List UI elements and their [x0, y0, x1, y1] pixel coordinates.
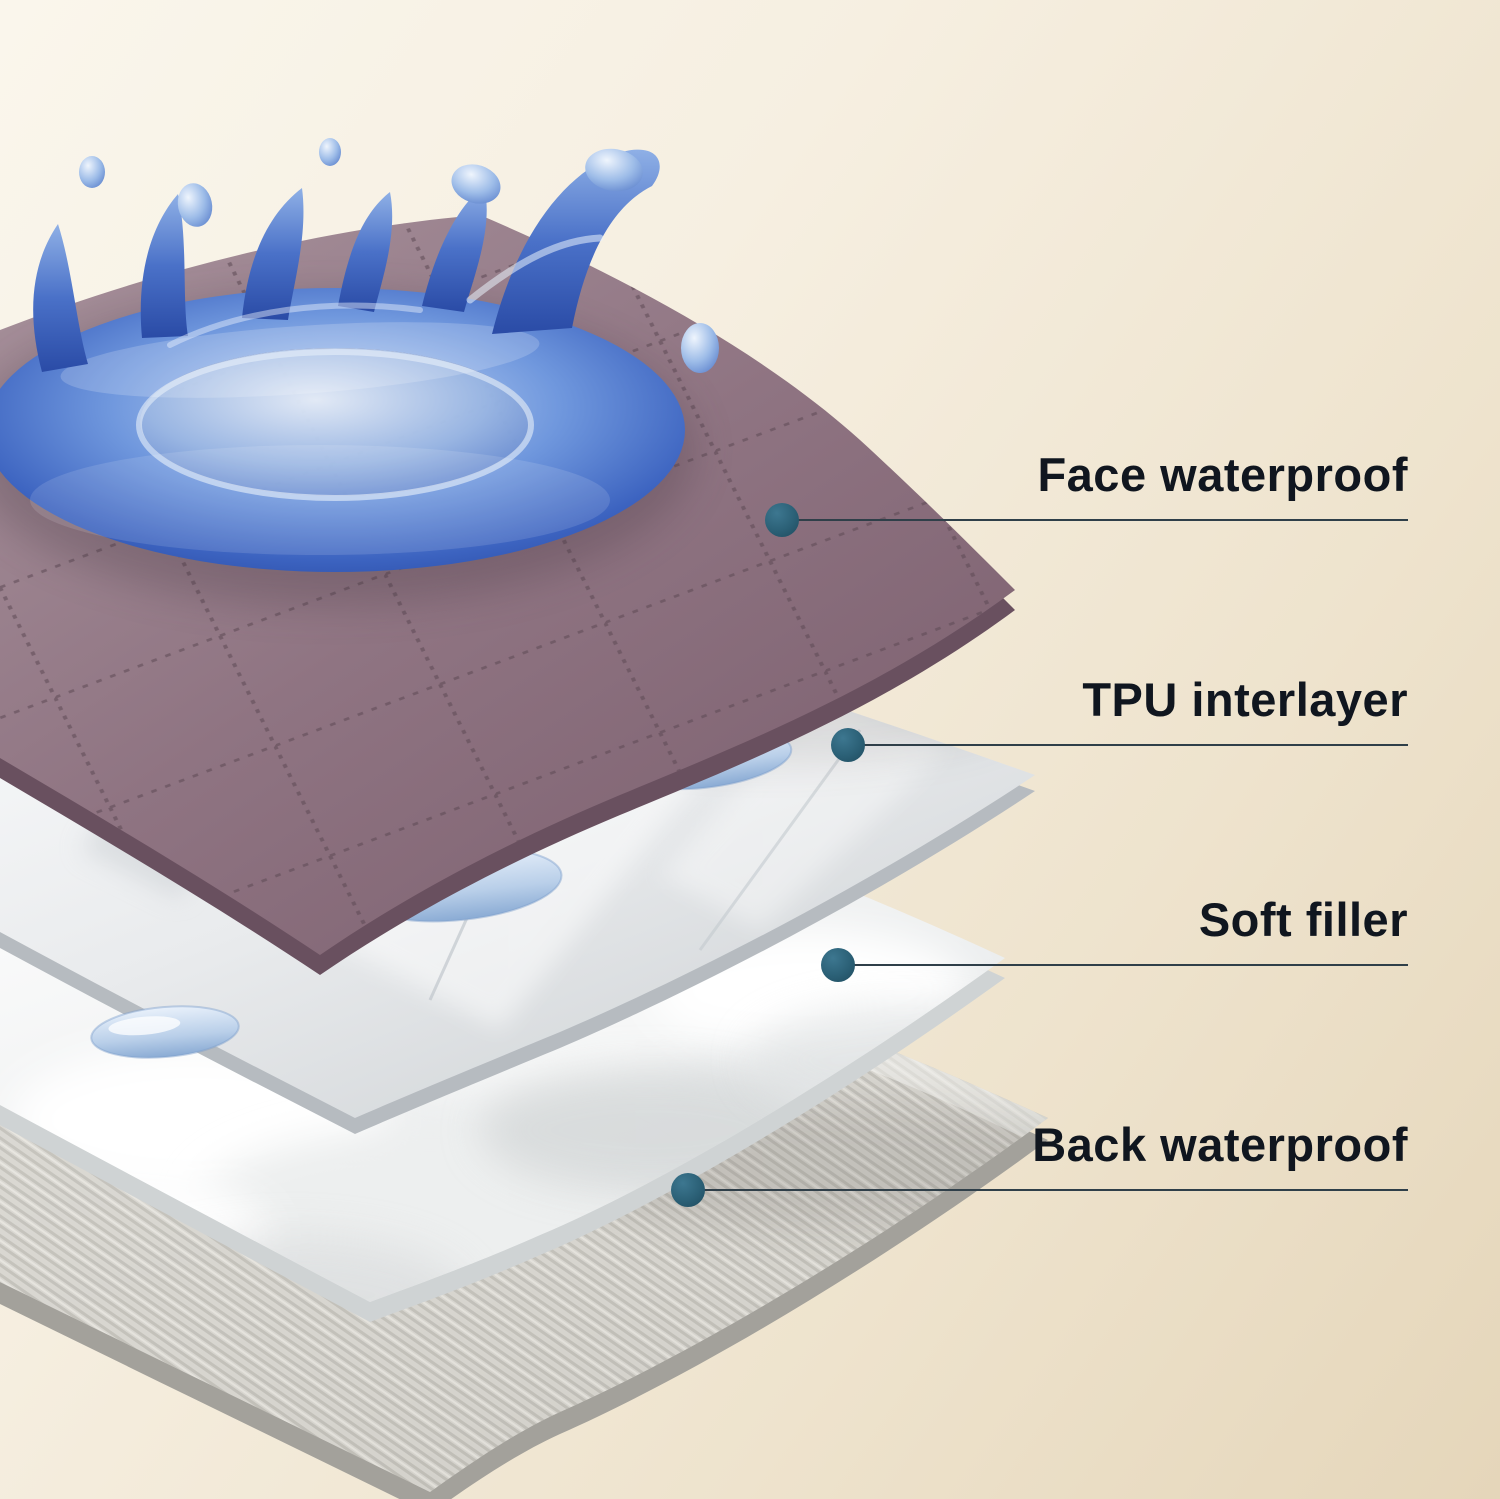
callout-line [782, 519, 1408, 521]
callout-label: Back waterproof [1032, 1118, 1408, 1171]
callout-dot [821, 948, 855, 982]
callout-line [688, 1189, 1408, 1191]
callout-line [848, 744, 1408, 746]
callout-dot [831, 728, 865, 762]
callout-dot [765, 503, 799, 537]
callout-dot [671, 1173, 705, 1207]
callout-line [838, 964, 1408, 966]
callout-label: Soft filler [1198, 893, 1408, 946]
callout-label: Face waterproof [1037, 448, 1408, 501]
callout-label: TPU interlayer [1082, 673, 1408, 726]
water-splash [0, 138, 719, 572]
splash-droplets [79, 138, 719, 373]
